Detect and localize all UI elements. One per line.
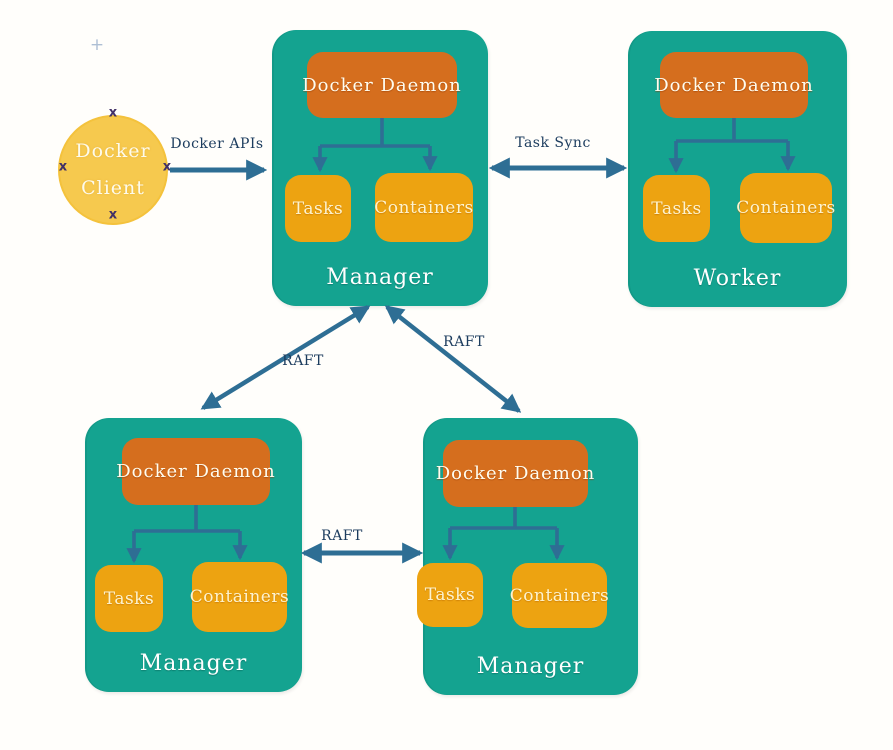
docker-client-label-line1: Docker bbox=[75, 140, 151, 162]
node-role-label: Manager bbox=[326, 265, 434, 290]
docker-daemon-box[interactable]: Docker Daemon bbox=[302, 52, 461, 118]
edge-raft-right[interactable] bbox=[384, 305, 522, 413]
containers-label: Containers bbox=[509, 585, 610, 606]
docker-daemon-label: Docker Daemon bbox=[302, 74, 462, 96]
crosshair-mark: + bbox=[89, 35, 105, 55]
edge-label-raft-bottom: RAFT bbox=[321, 528, 363, 544]
selection-handle-bottom[interactable]: x bbox=[108, 207, 118, 223]
containers-label: Containers bbox=[189, 587, 290, 607]
tasks-label: Tasks bbox=[292, 198, 344, 219]
docker-daemon-box[interactable]: Docker Daemon bbox=[116, 438, 275, 505]
tasks-label: Tasks bbox=[651, 198, 702, 219]
containers-box[interactable]: Containers bbox=[509, 563, 610, 628]
docker-daemon-label: Docker Daemon bbox=[654, 74, 814, 96]
node-manager-left[interactable]: Docker Daemon Tasks Containers Manager bbox=[85, 418, 302, 692]
docker-daemon-label: Docker Daemon bbox=[116, 461, 276, 482]
containers-label: Containers bbox=[374, 197, 474, 218]
docker-daemon-box[interactable]: Docker Daemon bbox=[654, 52, 813, 118]
edge-label-docker-apis: Docker APIs bbox=[170, 136, 264, 152]
containers-box[interactable]: Containers bbox=[736, 173, 835, 243]
edge-label-raft-left: RAFT bbox=[282, 353, 324, 369]
docker-client-node[interactable]: Docker Client bbox=[58, 115, 168, 225]
docker-daemon-box[interactable]: Docker Daemon bbox=[436, 440, 594, 507]
tasks-box[interactable]: Tasks bbox=[417, 563, 483, 627]
tasks-label: Tasks bbox=[424, 585, 476, 605]
selection-handle-left[interactable]: x bbox=[58, 159, 68, 175]
containers-label: Containers bbox=[736, 198, 836, 218]
edge-label-task-sync: Task Sync bbox=[515, 135, 591, 151]
tasks-label: Tasks bbox=[103, 588, 155, 609]
node-role-label: Manager bbox=[476, 654, 585, 679]
tasks-box[interactable]: Tasks bbox=[95, 565, 163, 632]
containers-box[interactable]: Containers bbox=[374, 173, 474, 242]
selection-handle-right[interactable]: x bbox=[162, 159, 172, 175]
edge-label-raft-right: RAFT bbox=[443, 334, 485, 350]
tasks-box[interactable]: Tasks bbox=[285, 175, 351, 242]
docker-daemon-label: Docker Daemon bbox=[435, 463, 596, 484]
node-role-label: Manager bbox=[139, 651, 248, 676]
docker-client-label-line2: Client bbox=[81, 177, 145, 199]
node-manager-top[interactable]: Docker Daemon Tasks Containers Manager bbox=[272, 30, 488, 306]
selection-handle-top[interactable]: x bbox=[108, 105, 118, 121]
node-manager-right[interactable]: Docker Daemon Tasks Containers Manager bbox=[417, 418, 638, 695]
containers-box[interactable]: Containers bbox=[189, 562, 290, 632]
node-worker[interactable]: Docker Daemon Tasks Containers Worker bbox=[628, 31, 847, 307]
node-role-label: Worker bbox=[693, 266, 782, 291]
tasks-box[interactable]: Tasks bbox=[643, 175, 710, 242]
